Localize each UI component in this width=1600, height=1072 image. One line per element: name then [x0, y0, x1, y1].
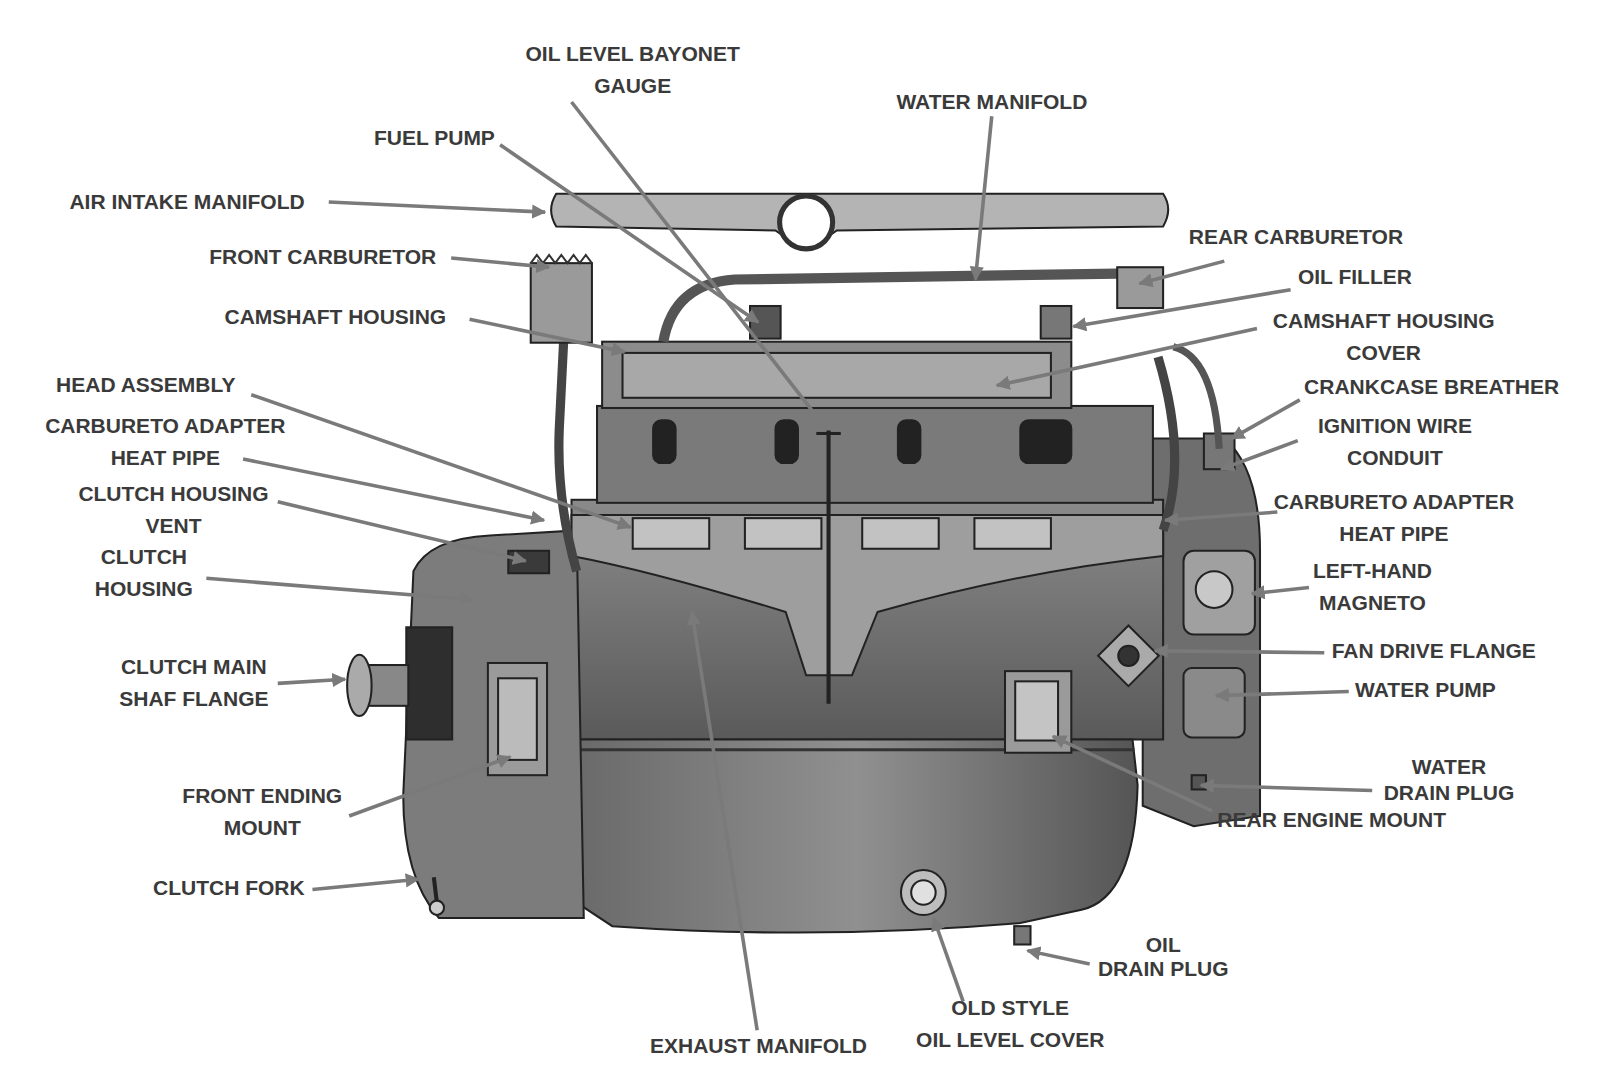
part-label: OLD STYLE OIL LEVEL COVER [916, 992, 1104, 1056]
part-label: CLUTCH FORK [153, 872, 305, 904]
part-label: WATER DRAIN PLUG [1384, 754, 1515, 806]
part-label: FRONT ENDING MOUNT [182, 780, 342, 844]
part-label: WATER PUMP [1355, 674, 1496, 706]
part-label: CARBURETO ADAPTER HEAT PIPE [45, 410, 285, 474]
part-label: REAR CARBURETOR [1189, 221, 1403, 253]
part-label: LEFT-HAND MAGNETO [1313, 555, 1432, 619]
part-label: FAN DRIVE FLANGE [1332, 635, 1536, 667]
part-label: HEAD ASSEMBLY [56, 369, 235, 401]
part-label: OIL FILLER [1298, 261, 1412, 293]
part-label: REAR ENGINE MOUNT [1217, 804, 1446, 836]
part-label: CARBURETO ADAPTER HEAT PIPE [1274, 486, 1514, 550]
part-label: AIR INTAKE MANIFOLD [69, 186, 304, 218]
part-label: CLUTCH HOUSING VENT [78, 478, 268, 542]
part-label: EXHAUST MANIFOLD [650, 1030, 867, 1062]
part-label: IGNITION WIRE CONDUIT [1318, 410, 1472, 474]
part-label: CAMSHAFT HOUSING COVER [1273, 305, 1495, 369]
part-label: CLUTCH HOUSING [95, 541, 193, 605]
part-label: FRONT CARBURETOR [209, 241, 436, 273]
part-label: OIL DRAIN PLUG [1098, 933, 1229, 981]
engine-drawing [347, 194, 1260, 945]
part-label: CLUTCH MAIN SHAF FLANGE [119, 651, 268, 715]
part-label: OIL LEVEL BAYONET GAUGE [525, 38, 739, 102]
part-label: WATER MANIFOLD [896, 86, 1087, 118]
part-label: CRANKCASE BREATHER [1304, 371, 1559, 403]
part-label: FUEL PUMP [374, 122, 495, 154]
part-label: CAMSHAFT HOUSING [224, 301, 446, 333]
